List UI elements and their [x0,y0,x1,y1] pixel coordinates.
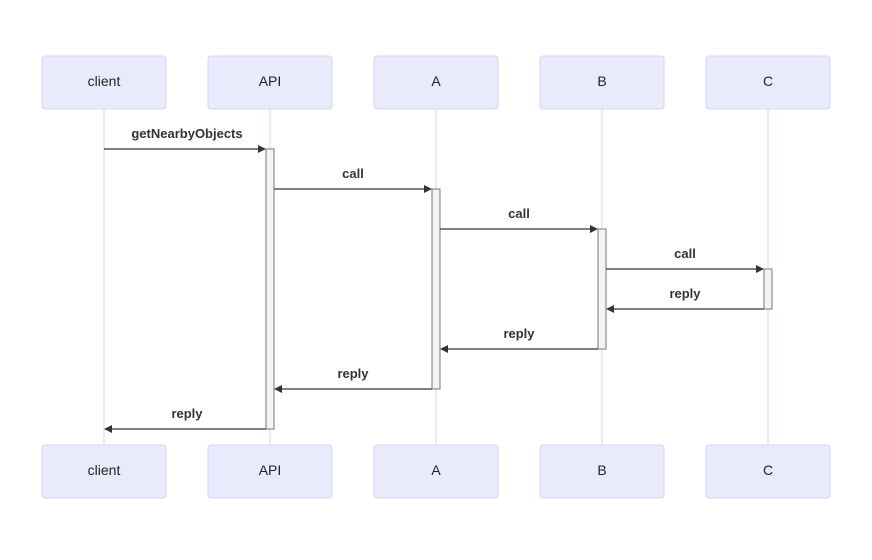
actor-box [705,444,831,499]
arrowhead-icon [104,425,112,433]
actor-box [539,444,665,499]
actor-a-bottom: A [373,444,499,499]
actor-label: API [259,462,282,478]
actor-api-top: API [207,55,333,110]
message-label: call [674,246,696,261]
message-5: reply [606,286,764,313]
actor-label: C [763,73,773,89]
activation-bar-c [763,268,773,310]
actor-label: client [88,73,121,89]
actor-box [41,55,167,110]
actor-a-top: A [373,55,499,110]
arrowhead-icon [424,185,432,193]
actor-box [373,55,499,110]
message-2: call [274,166,432,193]
actor-c-top: C [705,55,831,110]
message-label: reply [171,406,203,421]
actor-box [207,444,333,499]
arrowhead-icon [590,225,598,233]
message-label: getNearbyObjects [131,126,242,141]
actor-box [539,55,665,110]
actor-label: A [431,462,441,478]
actor-label: B [597,462,606,478]
message-label: reply [503,326,535,341]
actor-label: client [88,462,121,478]
actor-label: A [431,73,441,89]
message-4: call [606,246,764,273]
message-label: call [508,206,530,221]
actor-label: API [259,73,282,89]
arrowhead-icon [258,145,266,153]
arrowhead-icon [756,265,764,273]
actor-api-bottom: API [207,444,333,499]
message-1: getNearbyObjects [104,126,266,153]
arrowhead-icon [606,305,614,313]
actor-client-top: client [41,55,167,110]
actor-label: B [597,73,606,89]
actor-c-bottom: C [705,444,831,499]
activation-bar-b [597,228,607,350]
message-8: reply [104,406,266,433]
message-7: reply [274,366,432,393]
arrowhead-icon [274,385,282,393]
actor-b-top: B [539,55,665,110]
activation-bar-a [431,188,441,390]
message-3: call [440,206,598,233]
actor-label: C [763,462,773,478]
message-label: reply [337,366,369,381]
message-label: call [342,166,364,181]
message-label: reply [669,286,701,301]
actor-box [207,55,333,110]
actor-box [705,55,831,110]
actor-box [41,444,167,499]
actor-b-bottom: B [539,444,665,499]
actor-box [373,444,499,499]
actor-client-bottom: client [41,444,167,499]
activation-bar-api [265,148,275,430]
arrowhead-icon [440,345,448,353]
message-6: reply [440,326,598,353]
